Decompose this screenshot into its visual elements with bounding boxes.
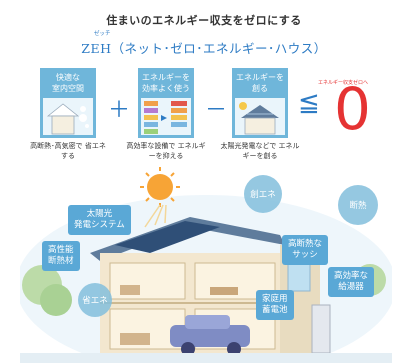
callout-water-heater: 高効率な 給湯器 <box>328 267 375 297</box>
callout-heat-label: 断熱 <box>349 201 367 211</box>
callout-heat: 断熱 <box>338 185 378 225</box>
leq-operator: ≦ <box>298 88 320 118</box>
term-generation-head: エネルギーを 創る <box>236 73 284 93</box>
solar-roof-icon <box>235 98 285 135</box>
callout-eco-top-label: 創エネ <box>250 190 276 200</box>
term-generation-caption: 太陽光発電などで エネルギーを創る <box>220 142 300 160</box>
callout-insulation-label: 高性能 断熱材 <box>48 245 74 266</box>
callout-sash-label: 高断熱な サッシ <box>288 239 323 260</box>
result-zero: 0 <box>334 75 371 143</box>
house-snow-icon <box>43 98 93 135</box>
energy-blocks-icon <box>141 98 191 135</box>
callout-solar-label: 太陽光 発電システム <box>74 209 125 230</box>
term-generation: エネルギーを 創る <box>232 68 288 138</box>
page-title: 住まいのエネルギー収支をゼロにする <box>106 14 302 27</box>
zero-note: エネルギー収支ゼロへ <box>318 80 369 86</box>
term-efficiency-head: エネルギーを 効率よく使う <box>142 73 190 93</box>
callout-insulation: 高性能 断熱材 <box>42 241 80 271</box>
callout-eco-left: 省エネ <box>78 283 112 317</box>
callout-battery-label: 家庭用 蓄電池 <box>262 294 288 315</box>
callout-water-heater-label: 高効率な 給湯器 <box>334 271 369 292</box>
callout-eco-left-label: 省エネ <box>82 296 108 306</box>
page-subtitle: ZEH（ネット･ゼロ･エネルギー･ハウス） <box>81 41 327 56</box>
callout-sash: 高断熱な サッシ <box>282 235 329 265</box>
term-efficiency: エネルギーを 効率よく使う <box>138 68 194 138</box>
term-efficiency-caption: 高効率な設備で エネルギーを抑える <box>126 142 206 160</box>
plus-operator: ＋ <box>108 98 131 123</box>
callout-solar: 太陽光 発電システム <box>68 205 131 235</box>
callout-battery: 家庭用 蓄電池 <box>256 290 294 320</box>
term-comfort-caption: 高断熱･高気密で 省エネする <box>30 142 106 160</box>
term-comfort-head: 快適な 室内空間 <box>52 73 84 93</box>
minus-operator: － <box>205 98 228 123</box>
zeh-ruby: ゼッチ <box>94 31 111 37</box>
house-scene: 太陽光 発電システム 高性能 断熱材 省エネ 創エネ 断熱 高断熱な サッシ 高… <box>16 165 396 363</box>
term-comfort: 快適な 室内空間 <box>40 68 96 138</box>
callout-eco-top: 創エネ <box>244 175 282 213</box>
